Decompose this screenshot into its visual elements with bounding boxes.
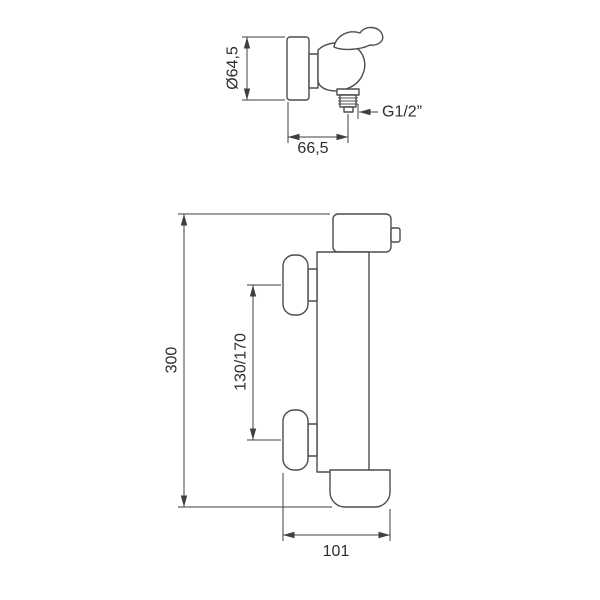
lever-handle (333, 26, 384, 51)
upper-inlet-flange (282, 254, 309, 316)
upper-inlet-neck (307, 268, 318, 302)
lower-inlet-flange (282, 409, 309, 471)
inlet-spacing-dimension-label: 130/170 (233, 333, 250, 391)
body-top-cap (332, 213, 392, 253)
flange-neck (308, 53, 319, 89)
top-view-faucet-outline (286, 26, 384, 113)
offset-dimension-label: 66,5 (297, 140, 328, 157)
front-view-faucet-outline (282, 213, 401, 508)
outlet-collar (336, 88, 360, 96)
thread-size-label: G1/2” (382, 104, 422, 121)
diameter-dimension-label: Ø64,5 (225, 46, 242, 90)
depth-dimension-label: 101 (323, 543, 350, 560)
body-bottom-cap (329, 469, 391, 508)
outlet-tip (343, 106, 354, 113)
height-dimension-label: 300 (164, 347, 181, 374)
lower-inlet-neck (307, 423, 318, 457)
wall-flange-side (286, 36, 310, 101)
top-view-dimensions: Ø64,5 G1/2” 66,5 (225, 36, 422, 157)
mixer-body-front (316, 251, 370, 473)
top-cap-tab (390, 227, 401, 243)
front-view-dimensions: 300 130/170 101 (164, 213, 391, 560)
